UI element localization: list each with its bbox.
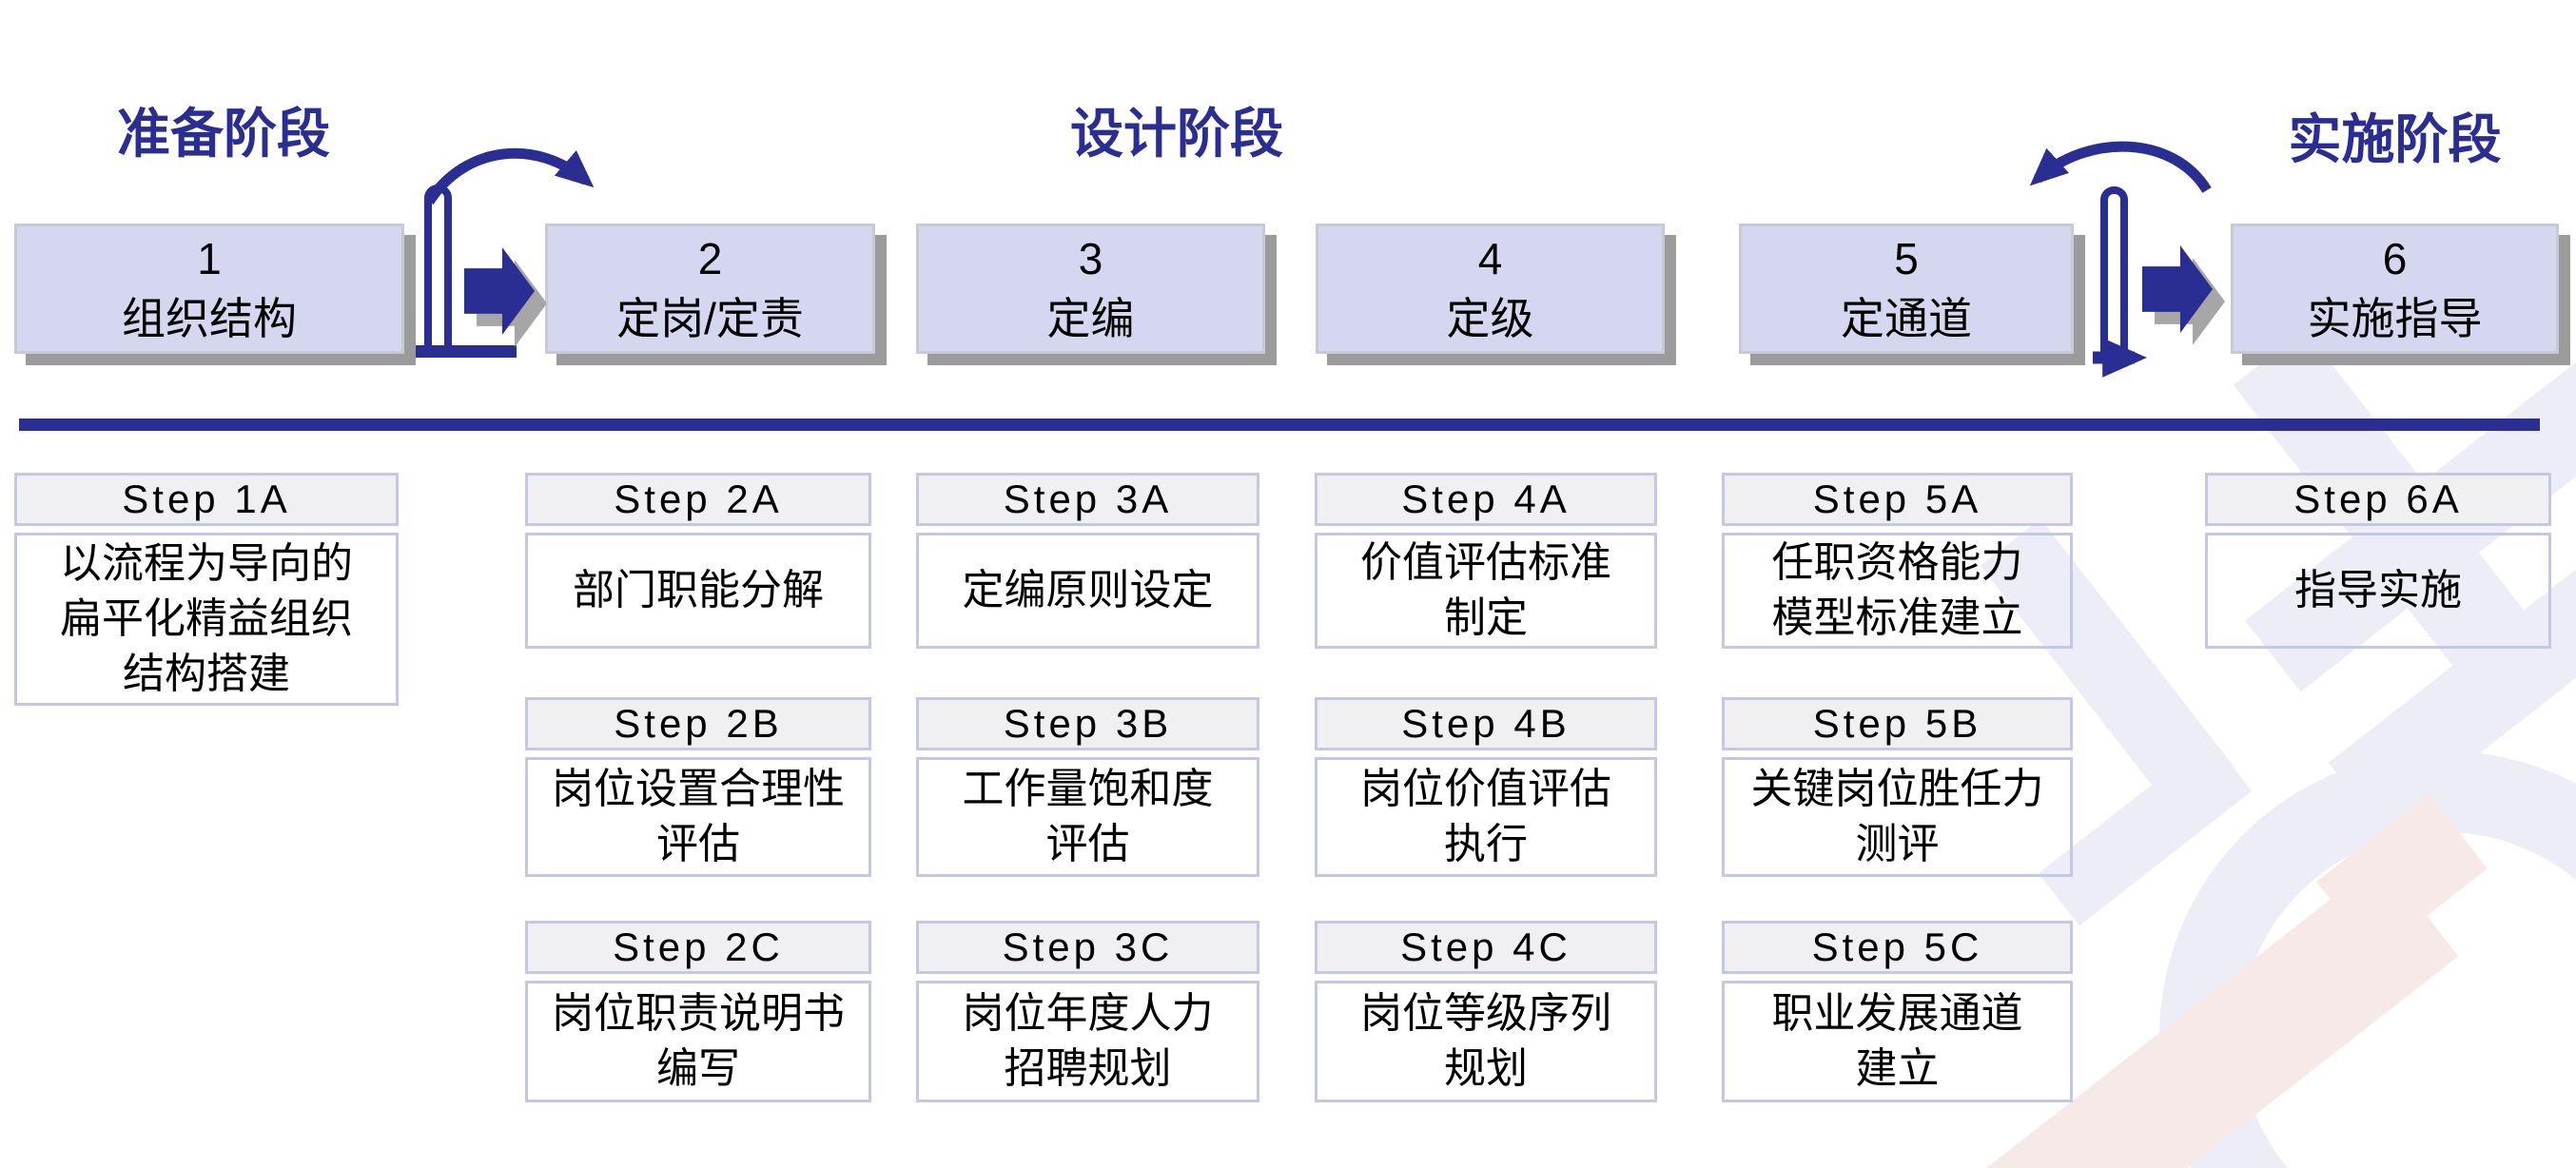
step-body: 岗位职责说明书 编写 — [525, 981, 871, 1102]
step-header: Step 3A — [916, 473, 1259, 526]
step-header: Step 3B — [916, 697, 1259, 750]
phase-label-design: 设计阶段 — [1070, 104, 1283, 164]
step-card-3A: Step 3A 定编原则设定 — [916, 473, 1259, 649]
stage-box-3: 3 定编 — [916, 224, 1265, 354]
step-card-5A: Step 5A 任职资格能力 模型标准建立 — [1722, 473, 2073, 649]
stage-title: 定通道 — [1841, 293, 1972, 343]
stage-number: 5 — [1894, 234, 1919, 284]
step-card-2A: Step 2A 部门职能分解 — [525, 473, 871, 649]
stage-number: 6 — [2382, 234, 2408, 284]
step-card-2B: Step 2B 岗位设置合理性 评估 — [525, 697, 871, 877]
step-header: Step 2A — [525, 473, 871, 526]
step-body: 岗位设置合理性 评估 — [525, 757, 871, 877]
step-header: Step 2B — [525, 697, 871, 750]
phase-label-implementation: 实施阶段 — [2288, 109, 2502, 169]
step-header: Step 5A — [1722, 473, 2073, 526]
stage-number: 4 — [1477, 234, 1503, 284]
stage-title: 定级 — [1446, 293, 1534, 343]
step-body: 岗位价值评估 执行 — [1315, 757, 1657, 877]
step-header: Step 4B — [1315, 697, 1657, 750]
step-card-3C: Step 3C 岗位年度人力 招聘规划 — [916, 921, 1259, 1102]
phase-label-preparation: 准备阶段 — [117, 104, 330, 164]
milestone-divider-1-foot — [416, 345, 517, 358]
step-card-5B: Step 5B 关键岗位胜任力 测评 — [1722, 697, 2073, 877]
stage-box-5: 5 定通道 — [1739, 224, 2074, 354]
step-header: Step 5B — [1722, 697, 2073, 750]
step-header: Step 4C — [1315, 921, 1657, 974]
section-divider-line — [19, 419, 2540, 431]
step-header: Step 6A — [2205, 473, 2551, 526]
stage-title: 组织结构 — [122, 293, 297, 343]
step-card-4C: Step 4C 岗位等级序列 规划 — [1315, 921, 1657, 1102]
curved-arrow-right-icon — [424, 147, 595, 205]
step-header: Step 3C — [916, 921, 1259, 974]
milestone-divider-1 — [424, 185, 452, 356]
step-body: 定编原则设定 — [916, 533, 1259, 649]
stage-box-1: 1 组织结构 — [14, 224, 404, 354]
stage-box-2: 2 定岗/定责 — [545, 224, 875, 354]
step-card-6A: Step 6A 指导实施 — [2205, 473, 2551, 649]
stage-title: 定编 — [1046, 293, 1135, 343]
stage-box-4: 4 定级 — [1316, 224, 1665, 354]
curved-arrow-left-icon — [2029, 141, 2212, 193]
stage-number: 3 — [1078, 234, 1103, 284]
step-body: 关键岗位胜任力 测评 — [1722, 757, 2073, 877]
step-card-5C: Step 5C 职业发展通道 建立 — [1722, 921, 2073, 1102]
step-card-1A: Step 1A 以流程为导向的 扁平化精益组织 结构搭建 — [14, 473, 399, 706]
step-header: Step 1A — [14, 473, 399, 526]
step-card-4B: Step 4B 岗位价值评估 执行 — [1315, 697, 1657, 877]
step-body: 岗位等级序列 规划 — [1315, 981, 1657, 1102]
step-body: 以流程为导向的 扁平化精益组织 结构搭建 — [14, 533, 399, 706]
stage-number: 1 — [197, 234, 222, 284]
step-body: 指导实施 — [2205, 533, 2551, 649]
step-body: 价值评估标准 制定 — [1315, 533, 1657, 649]
step-card-3B: Step 3B 工作量饱和度 评估 — [916, 697, 1259, 877]
step-body: 岗位年度人力 招聘规划 — [916, 981, 1259, 1102]
stage-box-6: 6 实施指导 — [2231, 224, 2559, 354]
step-header: Step 5C — [1722, 921, 2073, 974]
step-header: Step 4A — [1315, 473, 1657, 526]
step-body: 部门职能分解 — [525, 533, 871, 649]
step-header: Step 2C — [525, 921, 871, 974]
step-card-4A: Step 4A 价值评估标准 制定 — [1315, 473, 1657, 649]
stage-title: 定岗/定责 — [616, 293, 804, 343]
stage-number: 2 — [697, 234, 723, 284]
milestone-divider-2 — [2100, 186, 2128, 356]
step-body: 职业发展通道 建立 — [1722, 981, 2073, 1102]
step-body: 工作量饱和度 评估 — [916, 757, 1259, 877]
stage-title: 实施指导 — [2307, 293, 2483, 343]
step-body: 任职资格能力 模型标准建立 — [1722, 533, 2073, 649]
step-card-2C: Step 2C 岗位职责说明书 编写 — [525, 921, 871, 1102]
